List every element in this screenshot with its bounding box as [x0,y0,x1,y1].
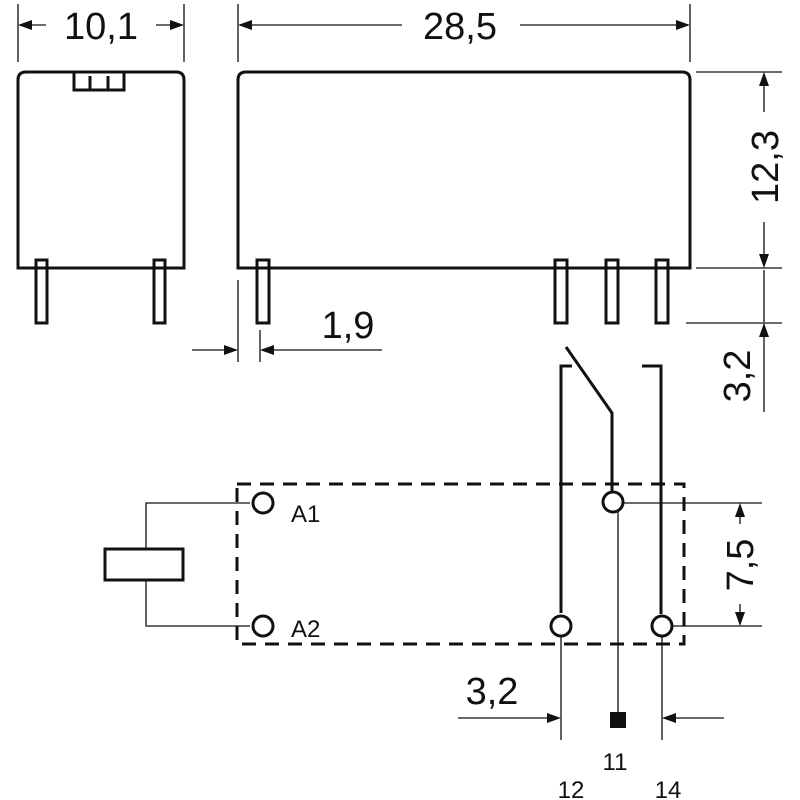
front-view-pin-4 [654,258,670,325]
dimension-pin-column-spacing-label: 3,2 [466,671,519,713]
contact-nc-wire [559,364,572,613]
coil-wire-a2 [145,580,250,627]
terminal-14-contact [650,614,674,638]
relay-outline [235,482,686,646]
dimension-pin-offset: 1,9 [192,280,382,362]
terminal-11-contact [601,490,625,514]
relay-schematic: A1 A2 11 12 14 [103,346,686,800]
dimension-pin-length: 3,2 [686,270,782,412]
front-view-pin-3 [604,258,620,325]
terminal-12-contact [549,614,573,638]
side-view-latch [72,72,126,92]
coil-symbol [103,547,185,582]
terminal-11-label: 11 [603,749,628,776]
side-view-pin-left [34,258,49,325]
terminal-14-label: 14 [655,777,682,800]
dimension-pin-offset-label: 1,9 [322,305,375,347]
common-terminal-marker [610,712,626,728]
front-view-body [236,70,692,270]
dimension-pin-column-spacing: 3,2 [458,671,724,723]
dimension-width-side-label: 10,1 [64,6,138,48]
dimension-height: 12,3 [696,71,787,269]
dimension-pin-length-label: 3,2 [717,350,759,403]
dimension-length: 28,5 [237,4,691,62]
contact-no-wire [642,364,663,614]
side-view-pin-right [152,258,167,325]
terminal-a1 [251,491,275,515]
terminal-a2 [251,614,275,638]
dimension-height-label: 12,3 [745,130,787,204]
dimension-width-side: 10,1 [17,4,185,62]
front-view-pin-2 [553,258,569,325]
front-view [236,70,692,325]
side-view [16,70,186,325]
front-view-pin-1 [255,258,271,325]
dimension-pin-row-spacing: 7,5 [624,502,762,627]
terminal-12-label: 12 [558,777,585,800]
contact-arm [564,346,614,491]
side-view-body [16,70,186,270]
dimension-length-label: 28,5 [423,6,497,48]
coil-wire-a1 [145,502,250,549]
dimension-pin-row-spacing-label: 7,5 [720,539,762,592]
terminal-a1-label: A1 [291,501,320,528]
terminal-a2-label: A2 [291,616,320,643]
